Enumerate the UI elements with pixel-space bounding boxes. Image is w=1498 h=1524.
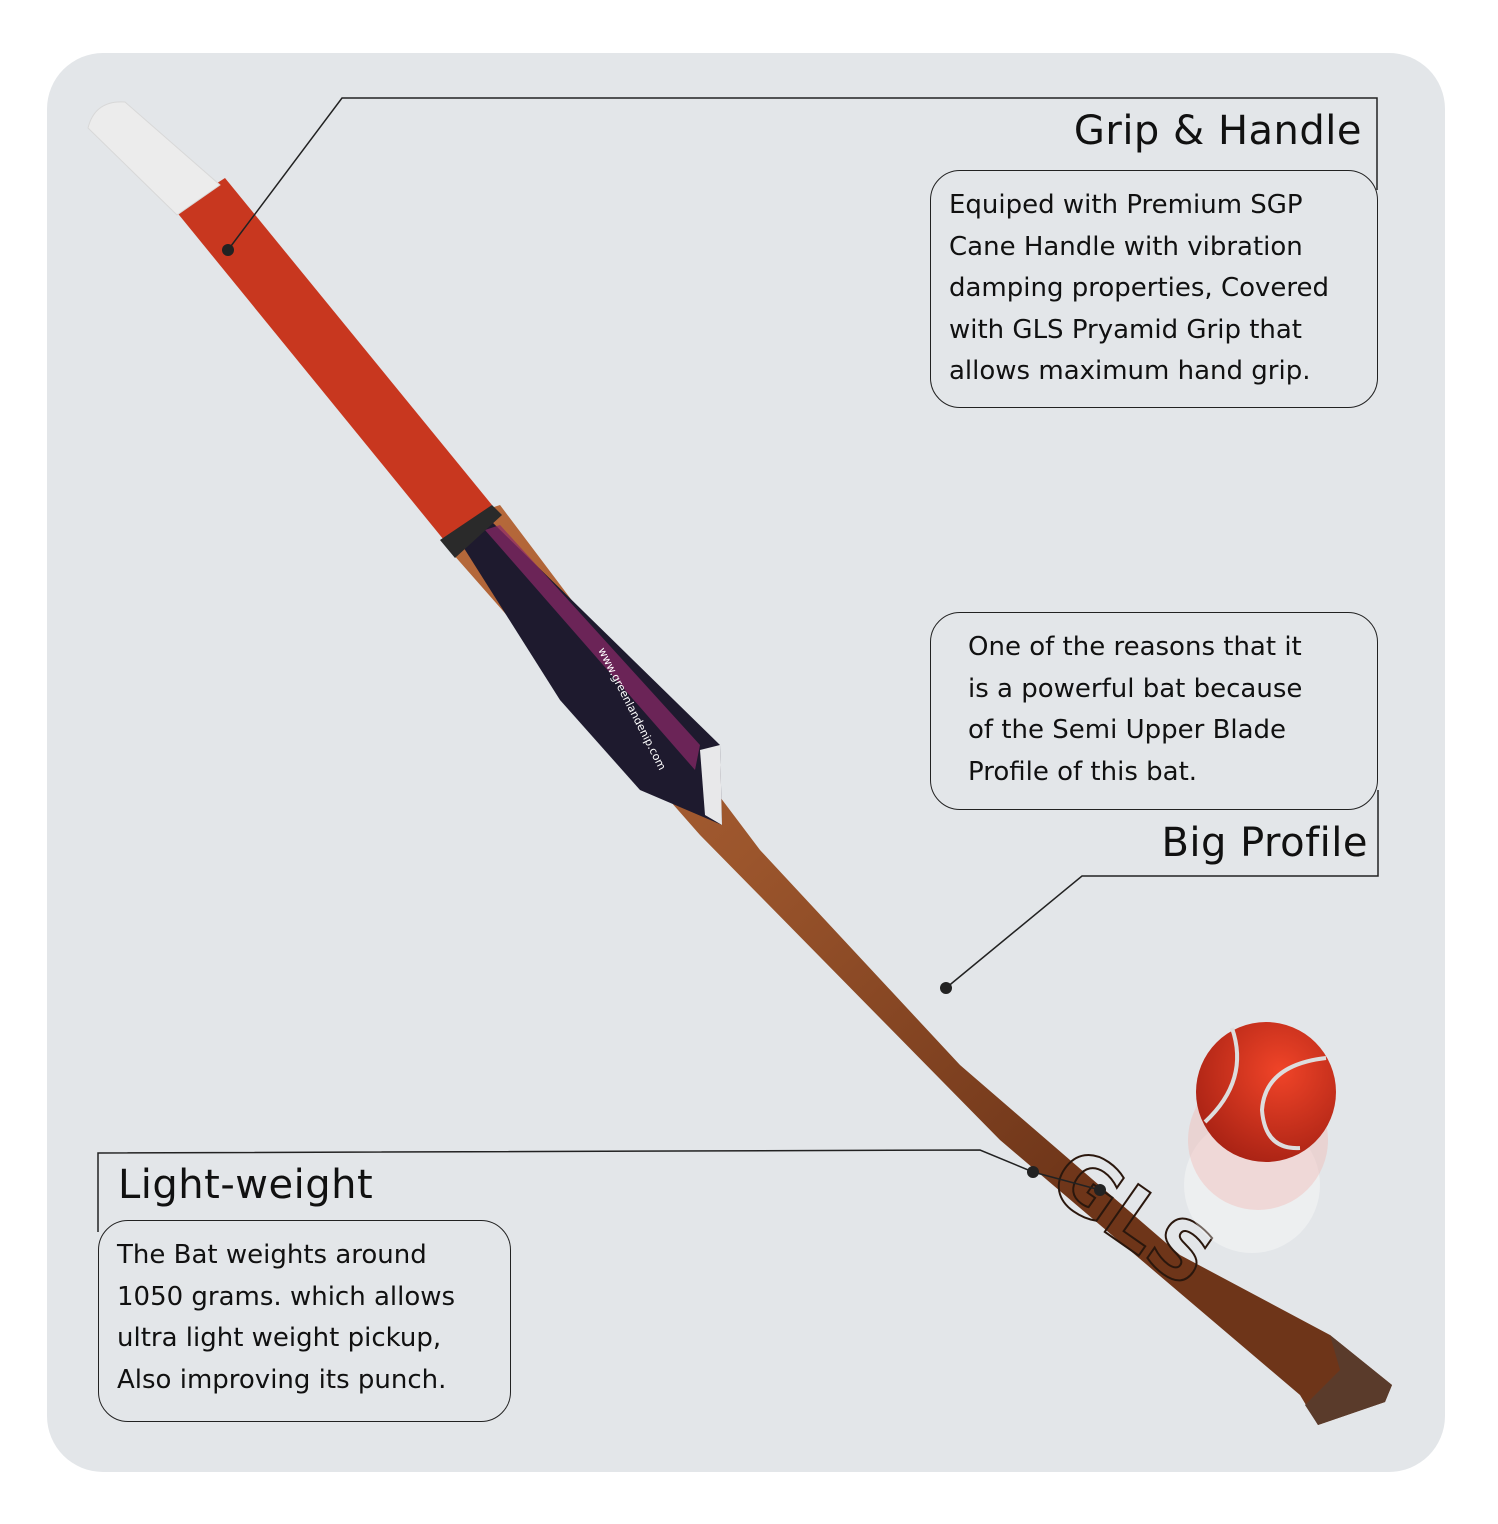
profile-leader-line [945,790,1379,989]
text-line: Cane Handle with vibration [949,231,1303,262]
weight-leader-line [97,1149,1101,1232]
text-line: with GLS Pryamid Grip that [949,314,1303,345]
text-line: damping properties, Covered [949,273,1330,303]
text-line: of the Semi Upper Blade [968,715,1287,745]
text-line: is a powerful bat because [968,673,1303,704]
text-line: allows maximum hand grip. [949,356,1311,386]
grip-leader-line [227,97,1378,251]
bat-toe-guard [1305,1335,1392,1425]
light-weight-description: The Bat weights around 1050 grams. which… [98,1220,511,1422]
grip-handle-description: Equiped with Premium SGP Cane Handle wit… [930,170,1378,408]
text-line: The Bat weights around [117,1240,427,1270]
grip-handle-title: Grip & Handle [1073,108,1362,154]
big-profile-description: One of the reasons that it is a powerful… [930,612,1378,810]
text-line: One of the reasons that it [968,632,1302,662]
text-line: Equiped with Premium SGP [949,190,1303,220]
text-line: 1050 grams. which allows [117,1281,456,1312]
bat-grip-cap [87,101,221,216]
bat-sticker [462,520,722,825]
text-line: ultra light weight pickup, [117,1323,442,1353]
big-profile-title: Big Profile [1161,820,1368,866]
bat-grip [175,178,492,545]
text-line: Also improving its punch. [117,1364,447,1395]
light-weight-title: Light-weight [118,1162,374,1208]
text-line: Profile of this bat. [968,756,1198,787]
bat-handle-collar [440,505,502,558]
